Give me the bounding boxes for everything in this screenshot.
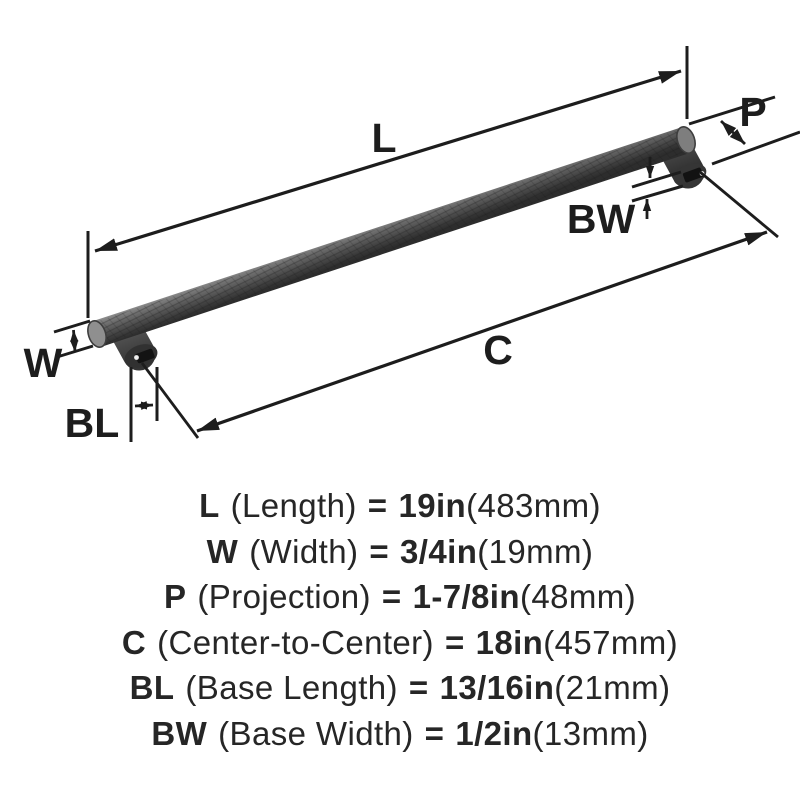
handle-diagram: L P BW C W BL (24, 46, 800, 446)
spec-value: 13/16in (439, 669, 555, 706)
spec-metric: (13mm) (532, 714, 649, 752)
spec-row-projection: P (Projection) = 1-7/8in (48mm) (0, 574, 800, 620)
projection-label: P (739, 89, 766, 135)
spec-metric: (21mm) (554, 669, 671, 706)
spec-equals: = (367, 487, 388, 524)
spec-equals: = (381, 578, 402, 615)
base-length-label: BL (65, 400, 120, 446)
spec-equals: = (408, 669, 429, 706)
spec-code: BL (129, 669, 175, 706)
projection-line-base (711, 130, 800, 166)
spec-name: (Center-to-Center) (157, 623, 434, 661)
bar-left-end-cap (87, 320, 107, 348)
right-screw-hole (682, 167, 704, 183)
spec-equals: = (369, 532, 390, 570)
spec-name: (Projection) (197, 578, 371, 615)
spec-code: C (121, 623, 147, 661)
width-tick-top (53, 319, 91, 334)
center-ext-line-left (140, 362, 200, 439)
spec-value: 1-7/8in (412, 578, 520, 615)
spec-name: (Base Length) (185, 669, 398, 706)
spec-name: (Length) (230, 487, 357, 524)
left-post (111, 317, 158, 371)
spec-value: 19in (398, 487, 467, 524)
base-width-line-bottom (631, 184, 684, 203)
center-ext-line-right (699, 170, 779, 239)
width-label: W (24, 340, 63, 386)
center-dimension-line (196, 230, 768, 433)
length-dimension-line (94, 69, 682, 253)
base-width-label: BW (567, 196, 636, 242)
projection-arrow (720, 119, 746, 146)
spec-metric: (457mm) (543, 623, 679, 661)
spec-name: (Base Width) (218, 714, 414, 752)
left-screw-highlight (134, 355, 139, 360)
spec-equals: = (444, 623, 465, 661)
spec-value: 1/2in (455, 714, 533, 752)
center-label: C (483, 327, 513, 373)
spec-list: L (Length) = 19in (483mm) W (Width) = 3/… (0, 483, 800, 756)
spec-row-length: L (Length) = 19in (483mm) (0, 483, 800, 529)
spec-value: 18in (475, 623, 544, 661)
spec-row-base-length: BL (Base Length) = 13/16in (21mm) (0, 665, 800, 711)
spec-row-width: W (Width) = 3/4in (19mm) (0, 529, 800, 575)
spec-equals: = (424, 714, 445, 752)
projection-line-front (688, 95, 776, 126)
spec-name: (Width) (249, 532, 359, 570)
spec-metric: (48mm) (519, 578, 637, 615)
spec-code: L (199, 487, 220, 524)
spec-row-center-to-center: C (Center-to-Center) = 18in (457mm) (0, 620, 800, 666)
spec-code: P (163, 578, 187, 615)
width-arrow (69, 329, 79, 353)
spec-code: W (206, 532, 239, 570)
spec-code: BW (151, 714, 208, 752)
left-screw-hole (135, 348, 155, 364)
base-width-line-top (631, 170, 682, 189)
spec-row-base-width: BW (Base Width) = 1/2in (13mm) (0, 711, 800, 757)
spec-value: 3/4in (400, 532, 478, 570)
spec-metric: (483mm) (466, 487, 601, 524)
base-length-arrow (134, 401, 154, 410)
spec-metric: (19mm) (477, 532, 594, 570)
length-label: L (371, 115, 396, 161)
